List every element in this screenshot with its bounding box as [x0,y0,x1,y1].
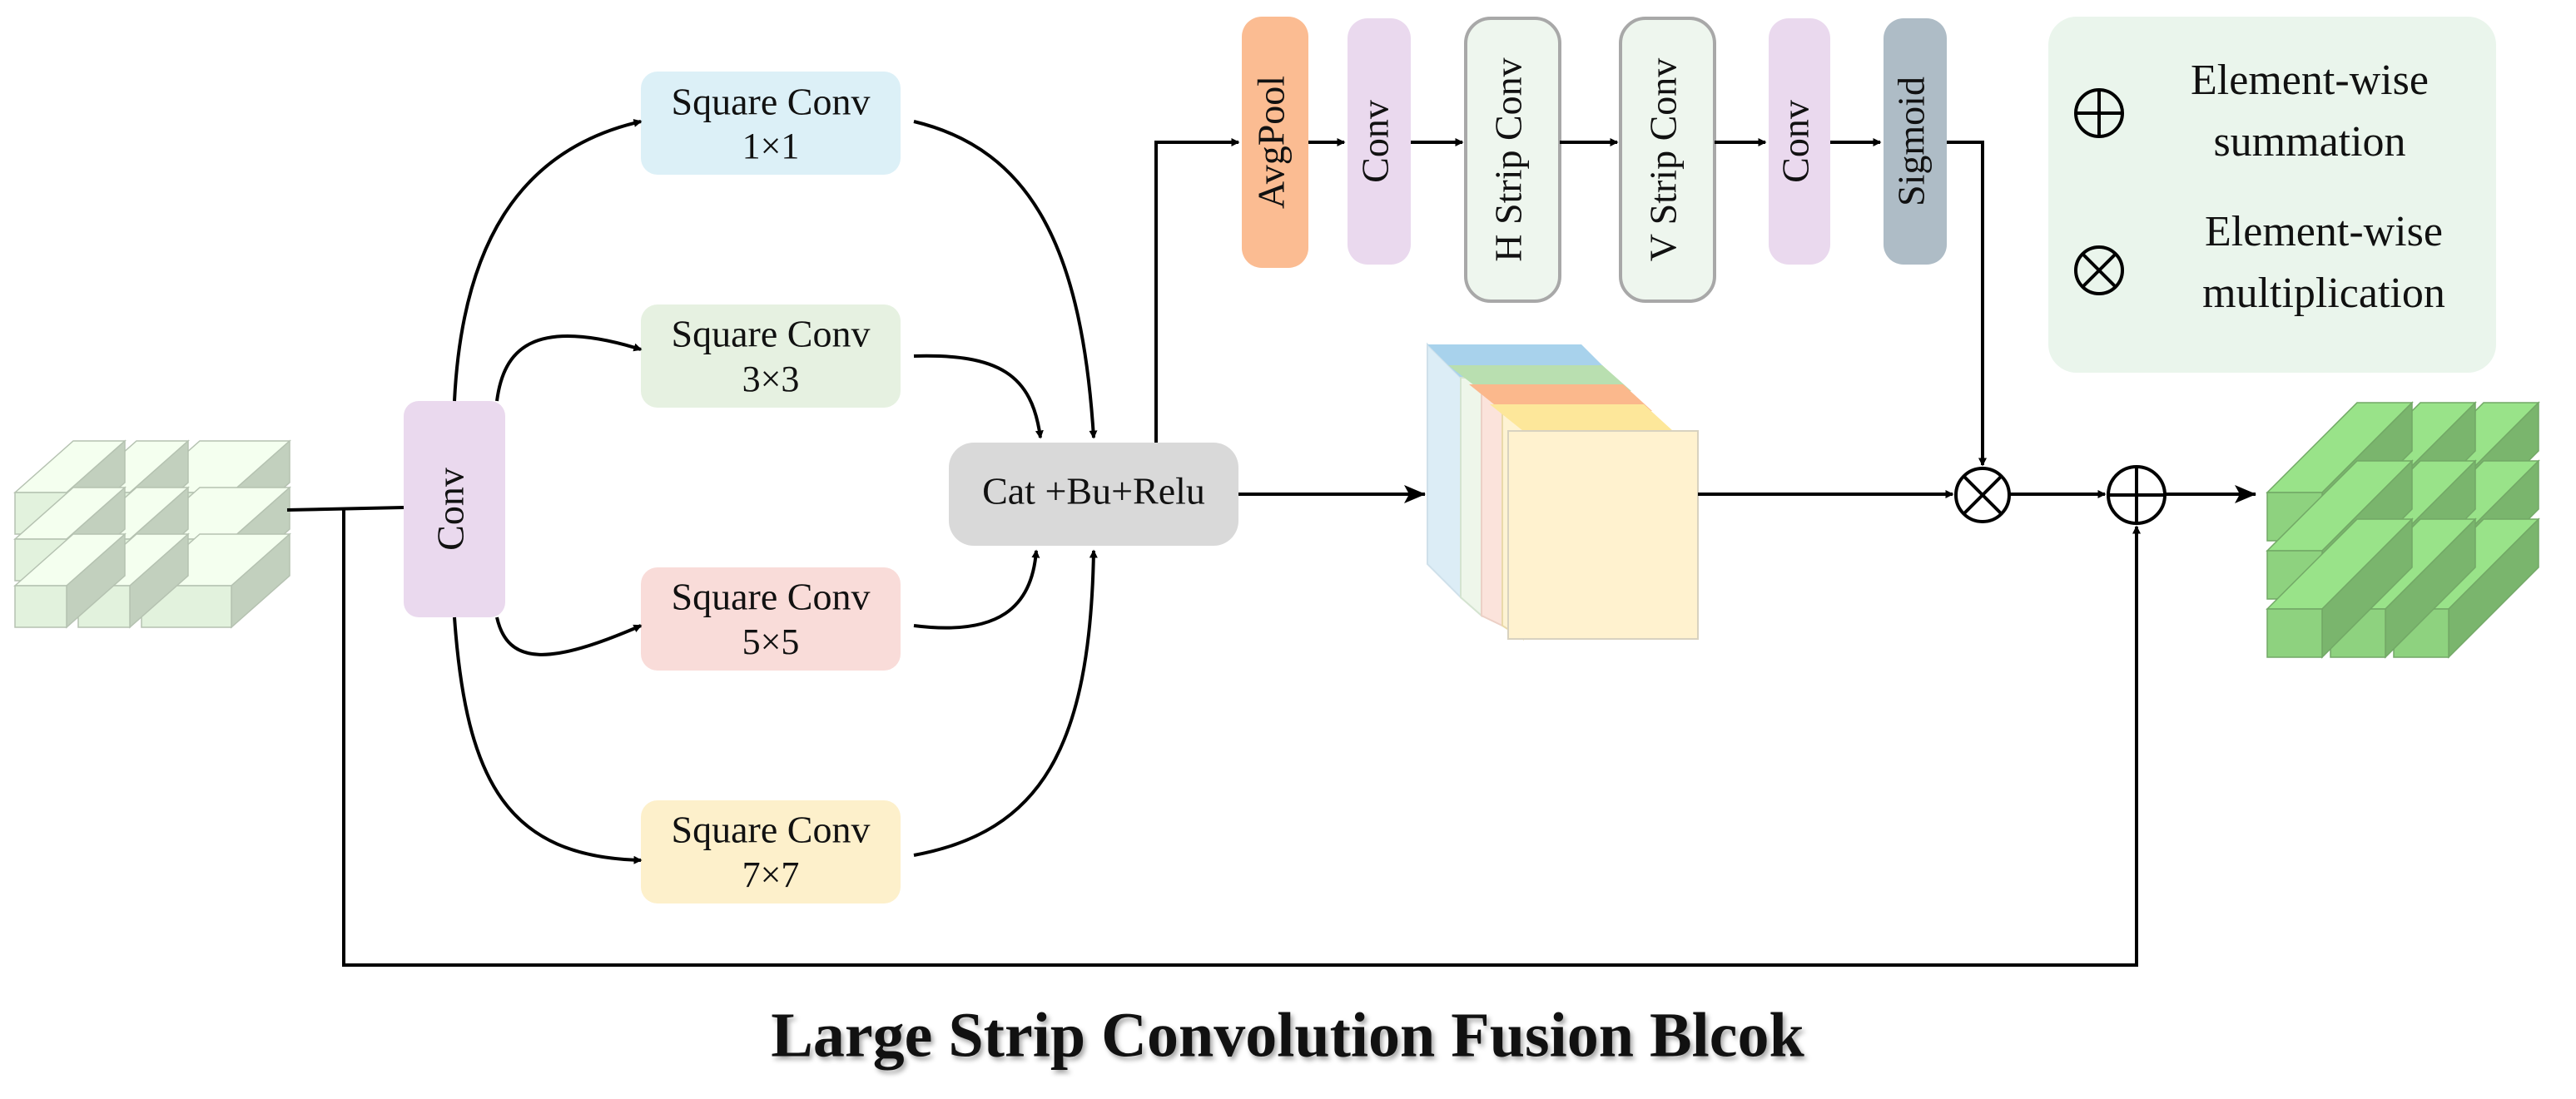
legend-sum-line2: summation [2213,118,2405,166]
edges [286,119,2256,967]
conv-b-block: Conv [1769,18,1830,265]
edge-input-to-conv [286,506,405,512]
concat-block-bg [949,443,1238,546]
avgpool-bg [1242,17,1308,268]
square-conv-5x5-title: Square Conv [672,576,871,618]
concat-bn-relu-block: Cat +Bu+Relu [949,443,1238,546]
edge-square3-to-cat [913,354,1044,439]
sum-operator [2107,465,2167,525]
v-strip-conv-bg [1619,17,1716,303]
legend-multiply-icon [2074,245,2124,295]
concat-block-label: Cat +Bu+Relu [982,470,1205,512]
edge-square1-to-cat [913,120,1098,439]
square-conv-5x5: Square Conv 5×5 [641,567,901,671]
avgpool-block: AvgPool [1242,17,1308,268]
edge-conv-to-square1 [453,119,643,402]
conv-block: Conv [404,401,505,617]
stacked-feature-maps [1427,342,1699,641]
square-conv-7x7: Square Conv 7×7 [641,800,901,903]
legend-sum-line1: Element-wise [2191,57,2429,104]
square-conv-1x1-title: Square Conv [672,81,871,123]
legend-multiply-line2: multiplication [2202,270,2445,317]
conv-a-label: Conv [1354,100,1397,183]
h-strip-conv-label: H Strip Conv [1487,57,1530,261]
square-conv-5x5-size: 5×5 [742,621,800,662]
square-conv-7x7-title: Square Conv [672,809,871,851]
edge-conv-to-square3 [495,334,643,402]
output-feature-cube [2266,401,2540,659]
conv-block-bg [404,401,505,617]
input-feature-cube [13,439,291,629]
input-cube-bar [13,532,127,629]
edge-residual-skip [342,510,2141,967]
conv-b-label: Conv [1774,100,1817,183]
diagram-title: Large Strip Convolution Fusion Blcok [771,1000,1804,1070]
square-conv-5x5-bg [641,567,901,671]
square-conv-3x3-size: 3×3 [742,359,800,399]
edge-conv-to-square7 [453,616,643,864]
v-strip-conv-label: V Strip Conv [1642,58,1685,262]
edge-sigmoid-to-multiply [1947,141,1987,467]
square-conv-7x7-bg [641,800,901,903]
multiply-operator [1954,467,2011,523]
h-strip-conv-bg [1464,17,1561,303]
legend-multiply-line1: Element-wise [2205,208,2443,255]
sigmoid-bg [1884,18,1947,265]
edge-conv-to-square5 [495,616,643,656]
legend-bg [2048,17,2496,373]
legend-sum-icon [2074,88,2124,138]
v-strip-conv-block: V Strip Conv [1619,17,1716,303]
sigmoid-block: Sigmoid [1884,18,1947,265]
square-conv-3x3-bg [641,304,901,408]
legend: Element-wise summation Element-wise mult… [2048,17,2496,373]
square-conv-7x7-size: 7×7 [742,854,800,895]
square-conv-1x1: Square Conv 1×1 [641,72,901,175]
sigmoid-label: Sigmoid [1890,77,1933,206]
conv-a-bg [1348,18,1411,265]
conv-b-bg [1769,18,1830,265]
square-conv-3x3-title: Square Conv [672,313,871,355]
edge-cat-to-avgpool [1154,138,1240,443]
avgpool-label: AvgPool [1250,76,1293,209]
h-strip-conv-block: H Strip Conv [1464,17,1561,303]
edge-square7-to-cat [913,549,1098,857]
output-cube-bar [2266,517,2414,659]
conv-block-label: Conv [429,468,472,551]
square-conv-1x1-bg [641,72,901,175]
edge-square5-to-cat [913,549,1040,630]
square-conv-1x1-size: 1×1 [742,126,800,166]
conv-a-block: Conv [1348,18,1411,265]
square-conv-3x3: Square Conv 3×3 [641,304,901,408]
